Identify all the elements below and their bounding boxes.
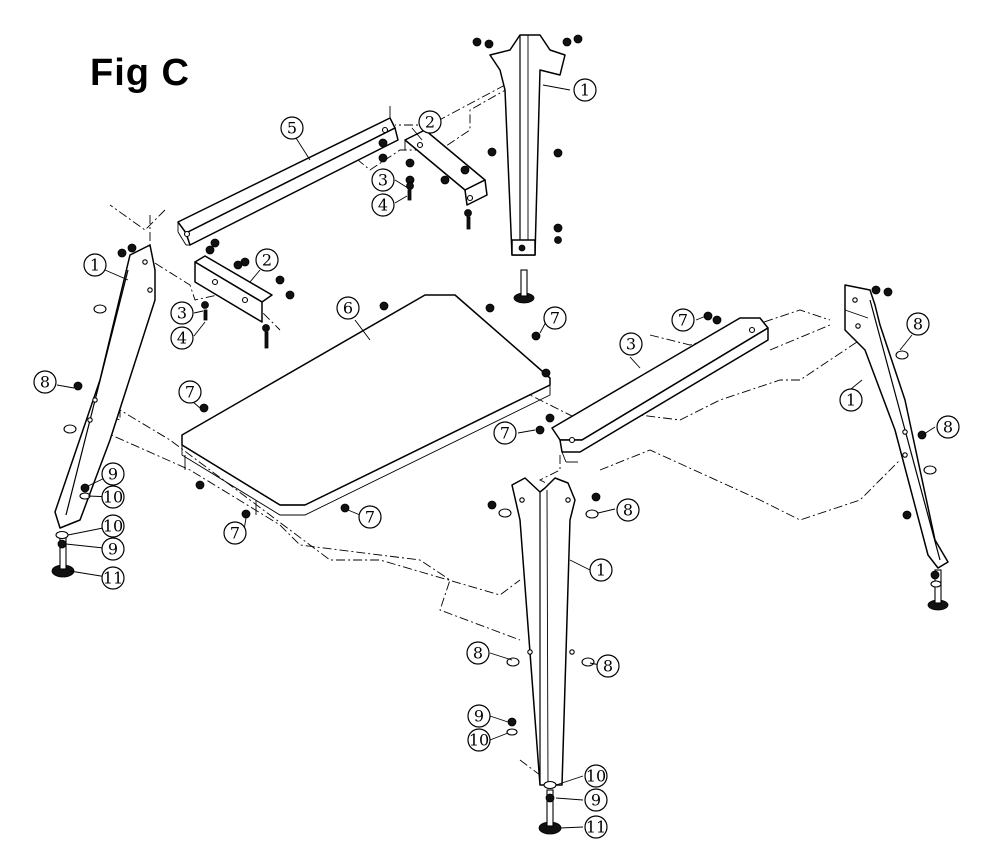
part-corner-bracket-lower — [194, 255, 273, 323]
callout-label: 8 — [603, 657, 613, 676]
callout-label: 3 — [378, 171, 388, 190]
part-shelf — [181, 294, 551, 516]
callout-3-lower: 3 — [170, 301, 194, 325]
part-leg-rear — [489, 34, 566, 256]
callout-label: 9 — [591, 791, 601, 810]
callout-label: 3 — [626, 335, 636, 354]
callout-1-front-leg: 1 — [589, 558, 613, 582]
callout-label: 10 — [586, 767, 606, 786]
callout-8-front-leg-left: 8 — [466, 641, 490, 665]
callout-label: 8 — [943, 418, 953, 437]
callout-label: 7 — [230, 524, 240, 543]
callout-label: 8 — [623, 501, 633, 520]
figure-title: Fig C — [90, 52, 190, 94]
callout-3-front-apron: 3 — [619, 332, 643, 356]
callout-label: 6 — [343, 299, 353, 318]
callout-11-left: 11 — [101, 566, 125, 590]
callout-8-right-leg-top: 8 — [906, 312, 930, 336]
part-front-apron — [551, 317, 769, 463]
callout-1-rear-leg: 1 — [573, 78, 597, 102]
callout-label: 1 — [596, 561, 606, 580]
callout-label: 9 — [474, 707, 484, 726]
callout-label: 7 — [500, 424, 510, 443]
callout-label: 10 — [103, 517, 123, 536]
callout-3-upper: 3 — [371, 168, 395, 192]
callout-7-front-apron-bottom: 7 — [493, 421, 517, 445]
part-leg-left — [54, 244, 156, 529]
callout-4-upper: 4 — [371, 193, 395, 217]
callout-label: 11 — [103, 569, 123, 588]
callout-label: 10 — [469, 731, 489, 750]
callout-7-shelf-right: 7 — [543, 306, 567, 330]
callout-7-shelf-bottom-right: 7 — [358, 505, 382, 529]
callout-label: 10 — [103, 488, 123, 507]
callout-label: 9 — [108, 540, 118, 559]
callout-label: 1 — [846, 391, 856, 410]
callout-9-front-bottom: 9 — [584, 788, 608, 812]
part-corner-bracket-upper — [404, 129, 488, 206]
callout-9-front-top: 9 — [467, 704, 491, 728]
callout-label: 7 — [678, 311, 688, 330]
part-leg-right — [844, 284, 949, 569]
callout-10-left-top: 10 — [101, 485, 125, 509]
callout-8-left-leg: 8 — [33, 370, 57, 394]
callout-label: 4 — [378, 196, 388, 215]
callout-10-front-bottom: 10 — [584, 764, 608, 788]
callout-9-left-top: 9 — [101, 462, 125, 486]
callout-2-lower: 2 — [255, 248, 279, 272]
part-rear-apron — [177, 106, 399, 246]
callout-label: 7 — [185, 383, 195, 402]
callout-label: 1 — [580, 81, 590, 100]
callout-8-right-leg-mid: 8 — [936, 415, 960, 439]
callout-4-lower: 4 — [170, 326, 194, 350]
callout-label: 11 — [586, 818, 606, 837]
callout-label: 8 — [473, 644, 483, 663]
hardware-fasteners — [55, 34, 942, 803]
callout-1-right-leg: 1 — [839, 388, 863, 412]
callout-9-left-bottom: 9 — [101, 537, 125, 561]
callout-label: 1 — [90, 256, 100, 275]
callout-label: 8 — [913, 315, 923, 334]
callout-label: 7 — [365, 508, 375, 527]
callout-label: 2 — [262, 251, 272, 270]
callout-11-front: 11 — [584, 815, 608, 839]
callout-8-front-leg-top: 8 — [616, 498, 640, 522]
callout-leaders — [56, 84, 936, 829]
callout-7-shelf-left: 7 — [178, 380, 202, 404]
callout-6: 6 — [336, 296, 360, 320]
callout-10-left-bottom: 10 — [101, 514, 125, 538]
callout-1-left-leg: 1 — [83, 253, 107, 277]
callout-label: 5 — [287, 119, 297, 138]
callout-label: 9 — [108, 465, 118, 484]
callout-2-upper: 2 — [418, 110, 442, 134]
callout-7-shelf-bottom-left: 7 — [223, 521, 247, 545]
callout-label: 8 — [40, 373, 50, 392]
callout-5: 5 — [280, 116, 304, 140]
callout-label: 4 — [177, 329, 187, 348]
callout-8-front-leg-right: 8 — [596, 654, 620, 678]
callout-label: 2 — [425, 113, 435, 132]
callout-10-front-top: 10 — [467, 728, 491, 752]
callout-7-front-apron-top: 7 — [671, 308, 695, 332]
callout-label: 3 — [177, 304, 187, 323]
callout-label: 7 — [550, 309, 560, 328]
part-leg-front — [511, 477, 576, 786]
